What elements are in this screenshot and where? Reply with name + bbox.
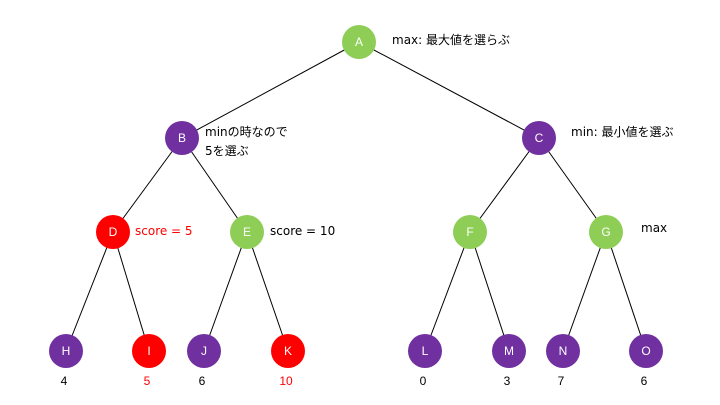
node-label-l: L <box>422 344 429 358</box>
annotation-d: score = 5 <box>135 224 193 238</box>
annotation-b-line2: 5を選ぶ <box>205 144 249 158</box>
edge-c-g <box>538 137 607 233</box>
node-label-a: A <box>355 35 363 49</box>
node-circle-i <box>132 334 166 368</box>
node-circle-l <box>408 334 442 368</box>
edge-d-i <box>112 231 150 352</box>
leaf-value-n: 7 <box>558 374 565 388</box>
node-l: L <box>408 334 442 368</box>
tree-edges <box>65 41 647 352</box>
node-circle-f <box>453 215 487 249</box>
node-d: D <box>96 215 130 249</box>
node-a: A <box>342 25 376 59</box>
node-e: E <box>230 215 264 249</box>
node-label-c: C <box>535 131 544 145</box>
leaf-values: 4 5 6 10 0 3 7 6 <box>61 374 648 388</box>
node-circle-m <box>492 334 526 368</box>
leaf-value-j: 6 <box>199 374 206 388</box>
edge-c-f <box>469 137 540 233</box>
node-j: J <box>187 334 221 368</box>
node-circle-e <box>230 215 264 249</box>
node-label-h: H <box>62 344 71 358</box>
edge-g-n <box>562 231 607 352</box>
node-circle-b <box>165 121 199 155</box>
annotation-c: min: 最小値を選ぶ <box>571 124 674 139</box>
node-circle-k <box>271 334 305 368</box>
leaf-value-m: 3 <box>504 374 511 388</box>
annotation-e: score = 10 <box>270 224 335 238</box>
node-label-n: N <box>559 344 568 358</box>
node-circle-a <box>342 25 376 59</box>
node-circle-j <box>187 334 221 368</box>
node-g: G <box>589 215 623 249</box>
annotation-g: max <box>641 221 667 235</box>
node-n: N <box>546 334 580 368</box>
node-k: K <box>271 334 305 368</box>
leaf-value-l: 0 <box>420 374 427 388</box>
tree-nodes: A B C D E F G H I J K L M N O <box>49 25 663 368</box>
edge-e-j <box>203 231 248 352</box>
node-m: M <box>492 334 526 368</box>
edge-f-l <box>424 231 471 352</box>
edge-d-h <box>65 231 114 352</box>
edge-b-d <box>112 137 183 233</box>
node-f: F <box>453 215 487 249</box>
node-o: O <box>629 334 663 368</box>
edge-b-e <box>181 137 248 233</box>
node-label-f: F <box>466 225 473 239</box>
edge-g-o <box>605 231 647 352</box>
leaf-value-i: 5 <box>144 374 151 388</box>
leaf-value-o: 6 <box>641 374 648 388</box>
node-label-k: K <box>284 344 292 358</box>
node-label-e: E <box>243 225 251 239</box>
annotation-a: max: 最大値を選らぶ <box>392 32 510 47</box>
node-i: I <box>132 334 166 368</box>
leaf-value-k: 10 <box>279 374 293 388</box>
node-label-o: O <box>641 344 650 358</box>
node-c: C <box>522 121 556 155</box>
node-label-j: J <box>201 344 207 358</box>
node-label-d: D <box>109 225 118 239</box>
node-label-i: I <box>147 344 150 358</box>
node-h: H <box>49 334 83 368</box>
node-circle-c <box>522 121 556 155</box>
node-circle-o <box>629 334 663 368</box>
node-circle-g <box>589 215 623 249</box>
node-b: B <box>165 121 199 155</box>
node-label-g: G <box>601 225 610 239</box>
edge-f-m <box>469 231 510 352</box>
annotation-b-line1: minの時なので <box>205 125 288 139</box>
leaf-value-h: 4 <box>61 374 68 388</box>
node-circle-n <box>546 334 580 368</box>
edge-a-b <box>181 41 360 139</box>
node-label-m: M <box>504 344 514 358</box>
node-label-b: B <box>178 131 186 145</box>
edge-a-c <box>358 41 540 139</box>
edge-e-k <box>246 231 289 352</box>
node-circle-d <box>96 215 130 249</box>
node-circle-h <box>49 334 83 368</box>
